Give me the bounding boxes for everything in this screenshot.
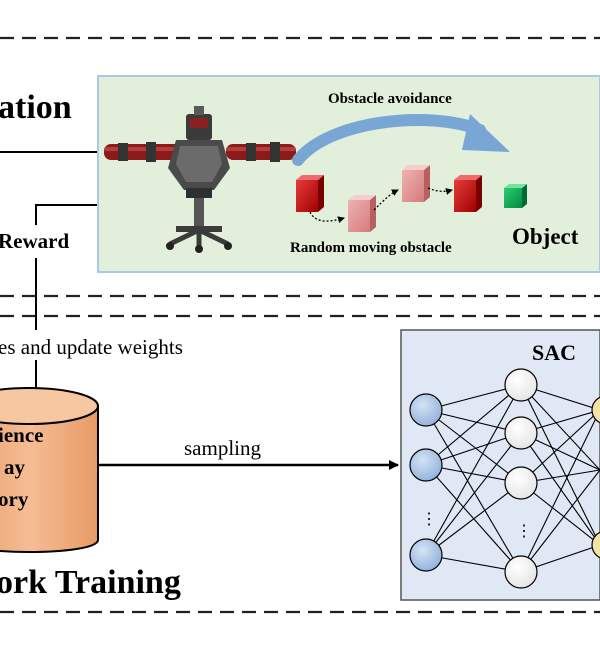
random-obstacle-label: Random moving obstacle [290, 240, 452, 256]
hidden-node-1 [504, 368, 538, 402]
reward-line [35, 204, 100, 225]
obstacle-path-3 [427, 187, 453, 195]
input-ellipsis: ⋮ [421, 511, 437, 528]
buffer-label-line1: ience [0, 423, 43, 447]
hidden-ellipsis: ⋮ [516, 523, 532, 540]
reward-label: Reward [0, 229, 69, 253]
robot-icon [104, 106, 296, 253]
buffer-label-line3: ory [0, 487, 29, 511]
obstacle-path-1 [309, 211, 345, 224]
sac-title: SAC [532, 340, 576, 365]
obstacle-cube-end [454, 175, 482, 212]
obstacle-cube-mid1 [348, 195, 376, 232]
buffer-label-line2: ay [4, 455, 26, 479]
obstacle-cube-mid2 [402, 165, 430, 202]
input-node-2 [409, 448, 443, 482]
obstacle-cube-start [296, 175, 324, 212]
output-node-2 [591, 531, 600, 559]
object-label: Object [512, 224, 579, 249]
hidden-node-4 [504, 555, 538, 589]
output-node-1 [591, 396, 600, 424]
update-weights-label: es and update weights [0, 335, 183, 359]
obstacle-avoidance-arrow [292, 114, 486, 166]
sampling-label: sampling [184, 436, 261, 460]
obstacle-avoidance-label: Obstacle avoidance [328, 91, 452, 107]
network-training-title: ork Training [0, 564, 181, 601]
hidden-node-3 [504, 466, 538, 500]
obstacle-avoidance-arrowhead [462, 114, 510, 152]
input-node-3 [409, 538, 443, 572]
input-node-1 [409, 393, 443, 427]
hidden-node-2 [504, 416, 538, 450]
simulation-title: ation [0, 89, 72, 126]
target-object-cube [504, 184, 527, 208]
obstacle-path-2 [373, 189, 399, 211]
replay-buffer-cylinder [0, 387, 99, 553]
